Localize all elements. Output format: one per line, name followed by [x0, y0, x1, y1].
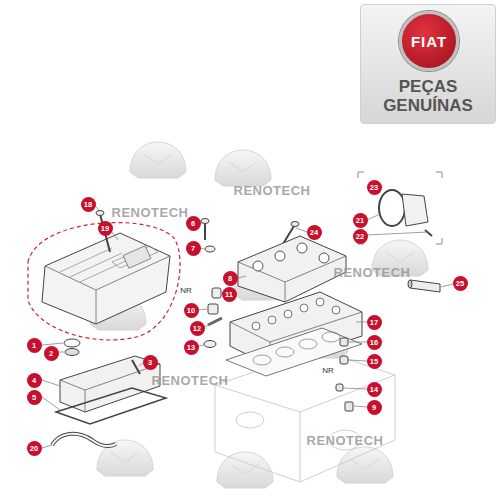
callout-number: 9	[367, 400, 382, 415]
callout-number: 23	[367, 180, 382, 195]
callout-number: 8	[223, 271, 238, 286]
note-text: NR	[321, 366, 335, 375]
callout-number: 12	[190, 321, 205, 336]
callout-number: 5	[27, 390, 42, 405]
valve-parts	[204, 288, 222, 348]
watermark-shape	[90, 142, 428, 488]
note-text: NR	[179, 286, 193, 295]
plugs	[336, 338, 353, 411]
leader-line	[42, 206, 453, 448]
engine-cover	[28, 223, 180, 340]
callout-number: 11	[222, 287, 237, 302]
thermostat-housing	[358, 172, 442, 244]
callout-number: 17	[367, 315, 382, 330]
watermark: RENOTECH	[152, 373, 229, 388]
callout-number: 6	[186, 216, 201, 231]
brand-logo: FIAT	[399, 11, 459, 71]
callout-number: 21	[353, 213, 368, 228]
callout-number: 2	[44, 346, 59, 361]
callout-number: 22	[353, 229, 368, 244]
callout-number: 18	[81, 197, 96, 212]
callout-number: 20	[27, 441, 42, 456]
brand-panel: PEÇAS GENUÍNAS FIAT	[360, 4, 496, 124]
callout-number: 24	[307, 225, 322, 240]
node-text: PEÇAS GENUÍNAS	[367, 77, 489, 115]
engine-block	[215, 350, 395, 482]
watermark: RENOTECH	[334, 265, 411, 280]
watermark: RENOTECH	[234, 183, 311, 198]
callout-number: 1	[27, 338, 42, 353]
callout-number: 19	[98, 221, 113, 236]
callout-number: 7	[186, 241, 201, 256]
callout-number: 3	[143, 355, 158, 370]
callout-number: 25	[453, 276, 468, 291]
callout-number: 13	[184, 340, 199, 355]
watermark: RENOTECH	[112, 205, 189, 220]
valve-cover	[52, 339, 166, 446]
callout-number: 10	[184, 303, 199, 318]
callout-number: 15	[367, 354, 382, 369]
node-text: FIAT	[402, 33, 456, 50]
sensor	[408, 280, 440, 292]
callout-number: 14	[367, 382, 382, 397]
callout-number: 16	[367, 335, 382, 350]
watermark: RENOTECH	[307, 433, 384, 448]
callout-number: 4	[27, 373, 42, 388]
cylinder-head	[226, 292, 362, 376]
camshaft-carrier	[238, 236, 346, 302]
